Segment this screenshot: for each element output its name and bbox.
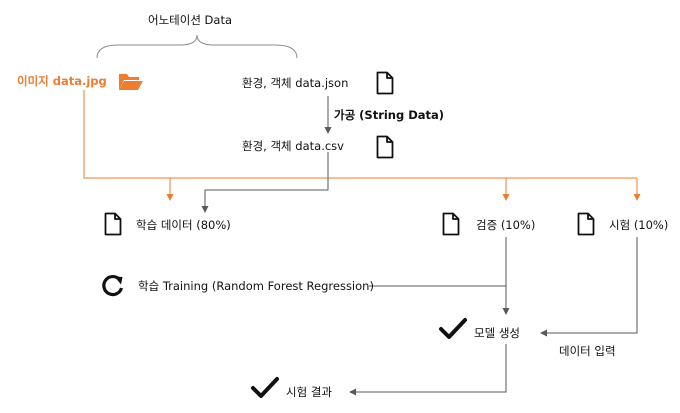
image-source-label: 이미지 data.jpg bbox=[17, 74, 107, 88]
test-to-model-arrow bbox=[540, 237, 638, 337]
train-split-label: 학습 데이터 (80%) bbox=[136, 218, 231, 232]
process-label: 가공 (String Data) bbox=[334, 108, 445, 122]
data-input-label: 데이터 입력 bbox=[559, 344, 616, 358]
checkmark-icon bbox=[251, 377, 279, 398]
training-label: 학습 Training (Random Forest Regression) bbox=[138, 279, 374, 293]
document-icon bbox=[577, 212, 595, 236]
model-to-result-arrow bbox=[349, 344, 507, 396]
document-icon bbox=[442, 212, 460, 236]
refresh-icon bbox=[102, 274, 124, 297]
annotation-title: 어노테이션 Data bbox=[148, 13, 233, 27]
test-split-label: 시험 (10%) bbox=[609, 218, 669, 232]
json-file-label: 환경, 객체 data.json bbox=[242, 76, 349, 90]
annotation-brace bbox=[96, 34, 298, 59]
csv-to-train-arrow bbox=[201, 152, 329, 213]
csv-file-label: 환경, 객체 data.csv bbox=[242, 139, 344, 153]
validation-split-label: 검증 (10%) bbox=[476, 218, 536, 232]
model-label: 모델 생성 bbox=[474, 326, 520, 340]
document-icon bbox=[104, 212, 122, 236]
checkmark-icon bbox=[439, 318, 467, 339]
image-to-bus-line bbox=[83, 90, 637, 179]
folder-open-icon bbox=[119, 74, 143, 90]
document-icon bbox=[376, 71, 394, 95]
document-icon bbox=[376, 135, 394, 159]
result-label: 시험 결과 bbox=[286, 385, 332, 399]
